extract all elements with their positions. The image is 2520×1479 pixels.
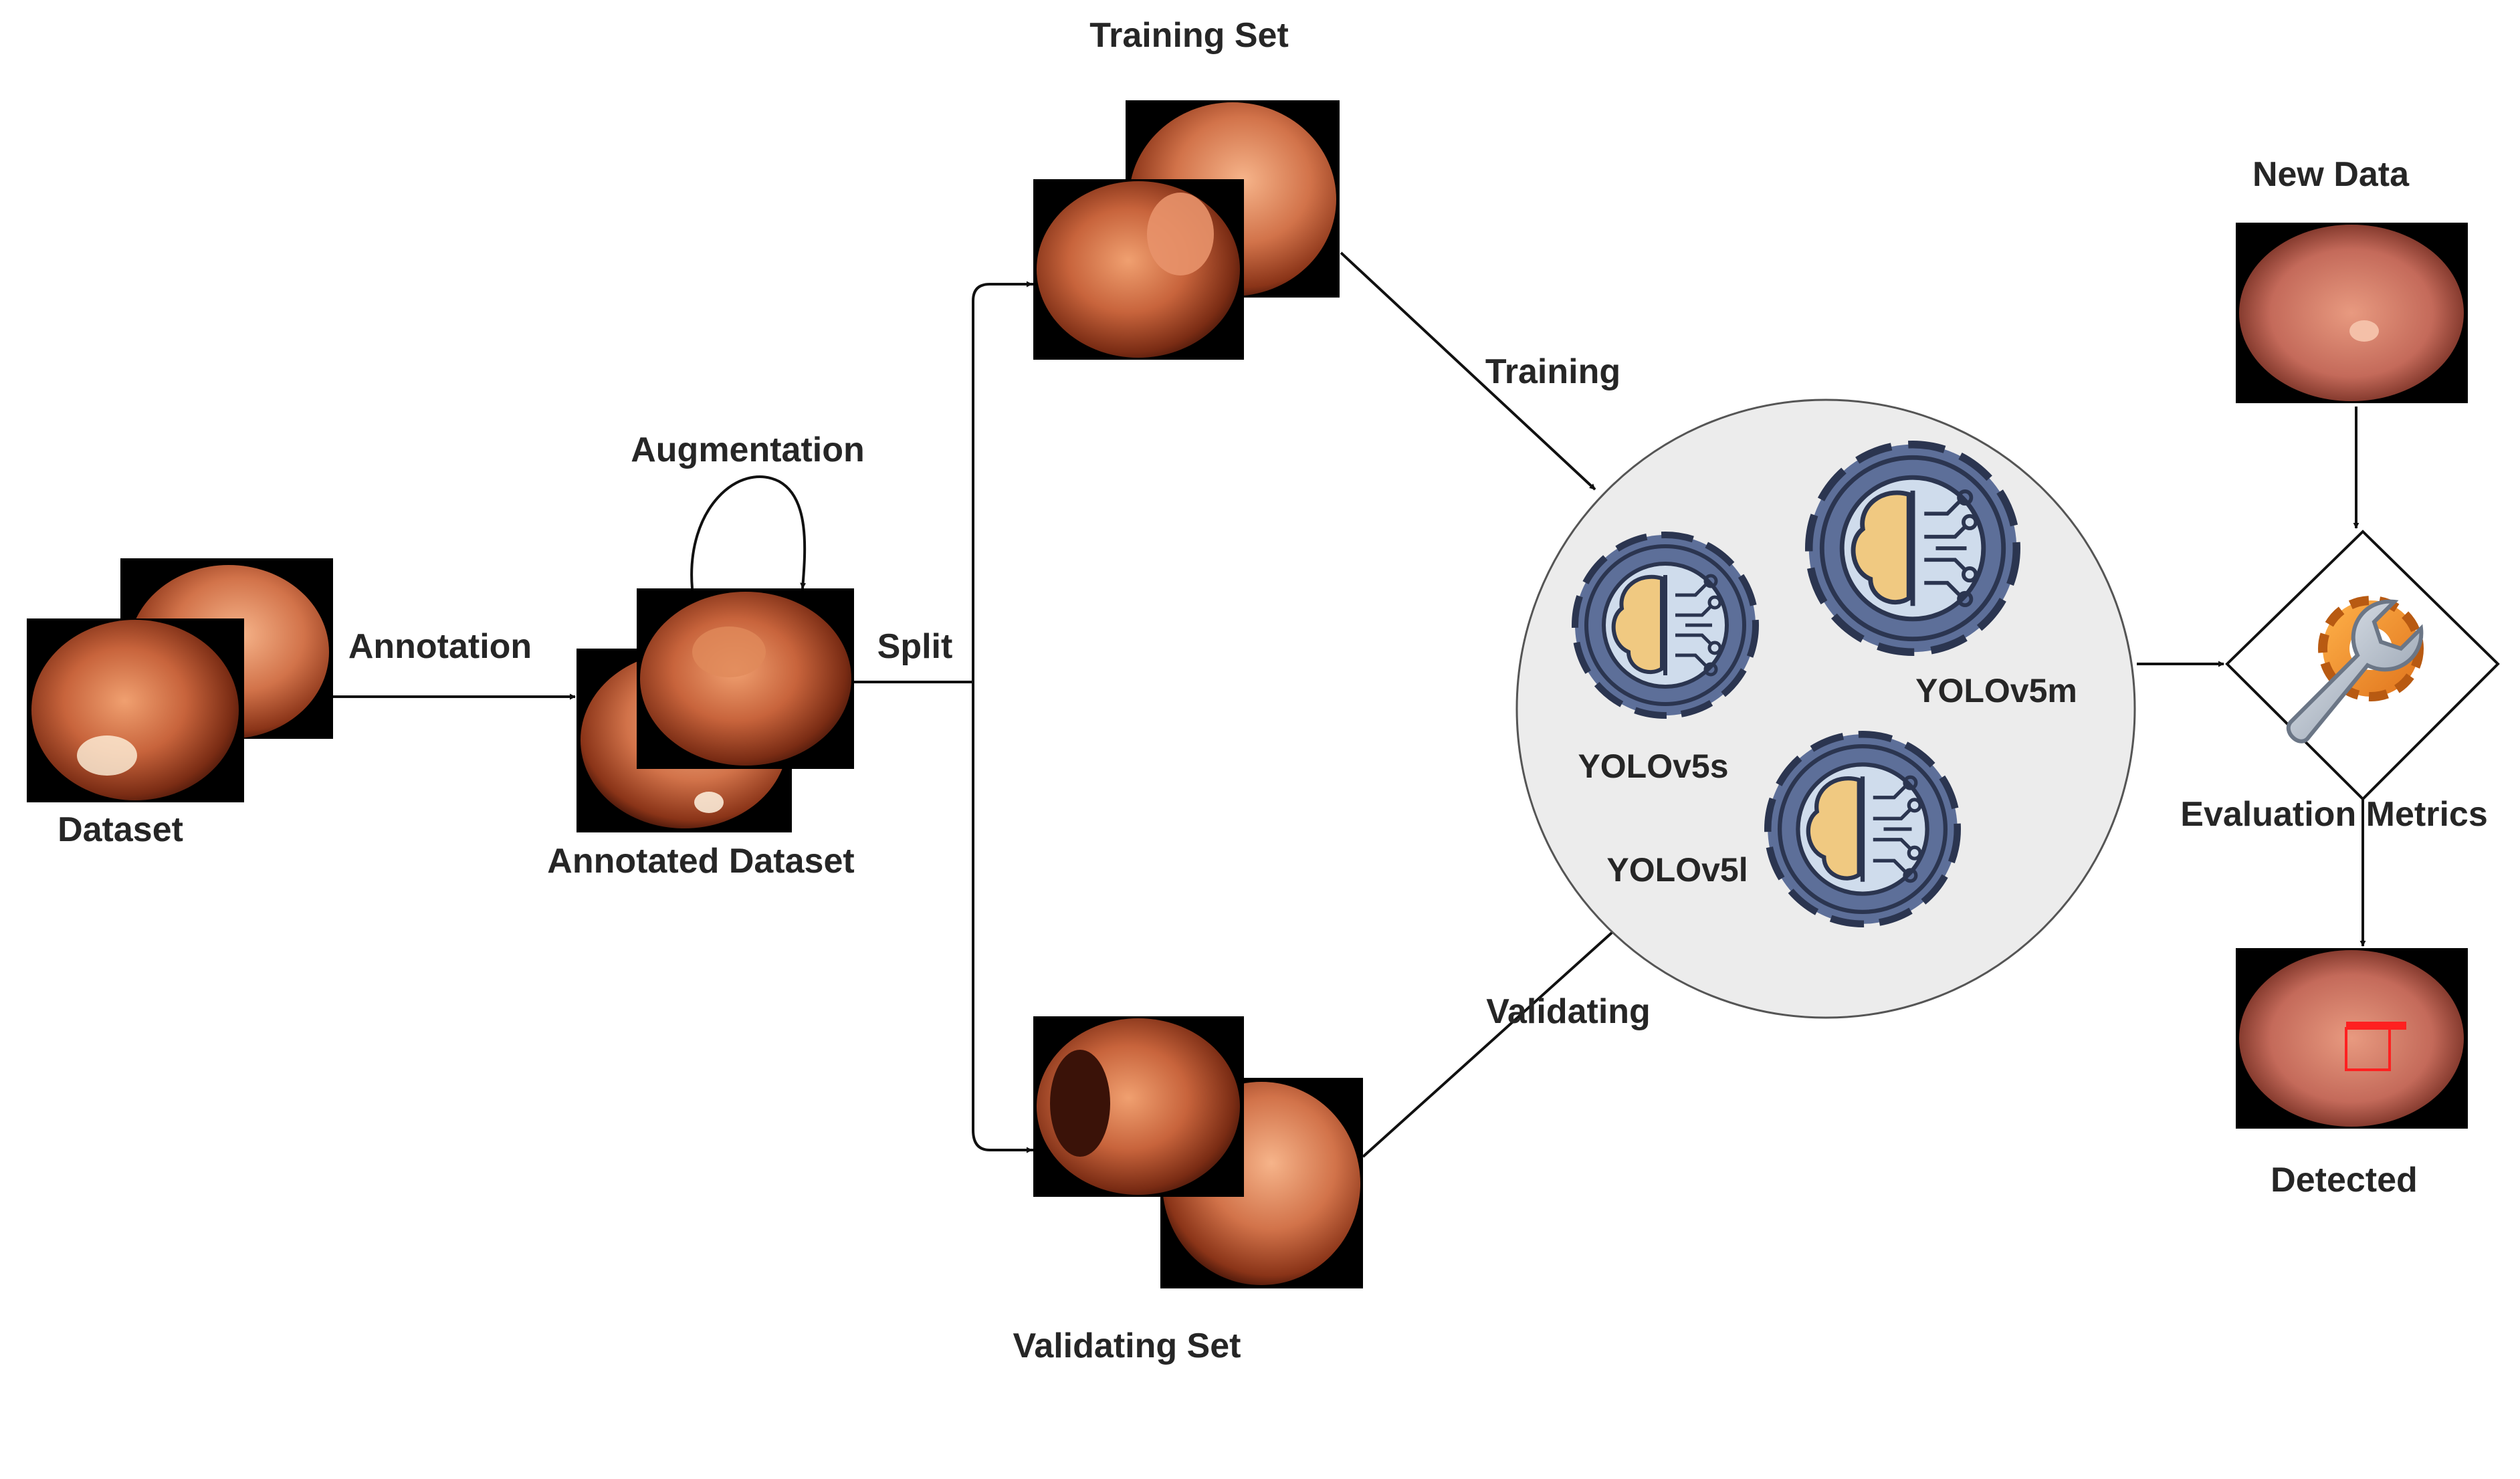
training-label: Training bbox=[1485, 352, 1620, 391]
yolov5l-label: YOLOv5l bbox=[1606, 851, 1748, 889]
ai-brain-gear-icon bbox=[1809, 445, 2017, 653]
augmentation-label: Augmentation bbox=[631, 431, 865, 469]
ai-brain-gear-icon bbox=[1572, 532, 1759, 719]
dataset-label: Dataset bbox=[58, 810, 183, 849]
yolov5m-label: YOLOv5m bbox=[1915, 672, 2077, 709]
new-data-image bbox=[2236, 223, 2468, 403]
annotated-dataset-images bbox=[576, 588, 854, 832]
detected-image bbox=[2236, 948, 2468, 1129]
training-set-label: Training Set bbox=[1089, 16, 1289, 55]
connectors bbox=[333, 251, 2366, 1158]
validating-set-images bbox=[1033, 1016, 1363, 1288]
wrench-gear-icon bbox=[2286, 596, 2424, 744]
ai-brain-gear-icon bbox=[1768, 734, 1958, 924]
validating-set-label: Validating Set bbox=[1013, 1327, 1241, 1365]
annotated-dataset-label: Annotated Dataset bbox=[547, 842, 854, 881]
yolov5s-label: YOLOv5s bbox=[1578, 748, 1728, 785]
annotation-label: Annotation bbox=[348, 627, 532, 666]
validating-label: Validating bbox=[1486, 992, 1651, 1031]
dataset-images bbox=[27, 558, 333, 802]
new-data-label: New Data bbox=[2252, 155, 2410, 194]
detected-label: Detected bbox=[2271, 1161, 2418, 1200]
evaluation-metrics-label: Evaluation Metrics bbox=[2180, 795, 2487, 834]
split-label: Split bbox=[877, 627, 953, 666]
evaluation-metrics-node bbox=[2225, 530, 2500, 801]
training-set-images bbox=[1033, 100, 1340, 360]
